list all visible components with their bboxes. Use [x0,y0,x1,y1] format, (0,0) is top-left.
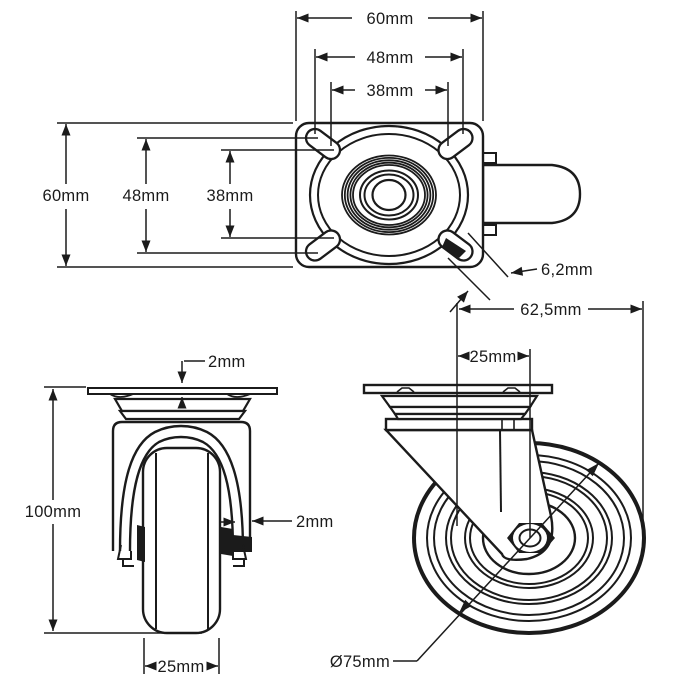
dim-fork-thickness-2: 2mm [221,513,334,531]
dim-label-fork-thickness: 2mm [296,513,334,531]
dim-offset-25: 25mm [458,348,529,366]
fork-crown-side [384,417,534,432]
dim-left-spacing-38: 38mm [206,149,334,239]
dim-label-left-height: 60mm [42,187,89,205]
dim-left-spacing-48: 48mm [122,137,318,254]
dim-wheel-diameter-75: Ø75mm [330,462,600,671]
mounting-slot-top-right [437,127,474,161]
mounting-plate-side-view [362,383,554,395]
fork-leg-inner-edge [499,429,502,513]
dim-slot-width-callout: 6,2mm [447,232,593,313]
fork-foot-left [116,544,134,567]
dim-label-wheel-width: 25mm [157,658,204,676]
swivel-race-lower-side [393,412,528,421]
diameter-arrow-bottom [459,599,472,613]
plate-slot-tab-left [109,393,134,398]
plate-slot-mark-right [502,387,521,393]
dim-top-width-60: 60mm [295,10,484,121]
dim-swivel-radius-62-5: 62,5mm [459,301,642,319]
swivel-race-lower [117,409,248,421]
plate-slot-tab-right [226,393,251,398]
dim-label-left-spacing-outer: 48mm [122,187,169,205]
dim-wheel-width-25: 25mm [143,638,220,676]
fork-side-view [383,428,554,562]
front-view: 100mm 2mm 2mm 25mm [25,353,334,676]
dim-left-height-60: 60mm [42,122,293,268]
mounting-slot-top-left [304,127,342,161]
dim-top-spacing-48: 48mm [314,49,464,134]
mounting-plate-top-view [294,121,485,269]
dim-label-overall-height: 100mm [25,503,82,521]
dim-overall-height-100: 100mm [25,386,202,634]
diameter-arrow-top [586,463,599,477]
swivel-race-upper-side [379,394,540,409]
dim-label-top-width: 60mm [366,10,413,28]
dim-label-offset: 25mm [469,348,516,366]
dim-label-top-spacing-outer: 48mm [366,49,413,67]
mounting-plate-front-view [87,387,278,395]
axle-bolt-left [137,525,145,562]
kingpin-hole [371,178,407,212]
fork-strap-outer-edge [118,424,245,552]
fork-strap-inner-edge [128,435,235,552]
fork-foot-right [232,544,248,567]
dim-label-plate-thickness: 2mm [208,353,246,371]
fork-arm-tab-top [482,152,497,164]
plate-slot-mark-left [396,387,415,393]
side-view: 62,5mm 25mm Ø75mm [330,301,646,671]
wheel-top-view [481,163,582,225]
dim-label-slot-width: 6,2mm [541,261,593,279]
dim-label-swivel-radius: 62,5mm [520,301,581,319]
dim-top-spacing-38: 38mm [330,82,449,146]
slot-shading-wedge [442,238,466,258]
fork-arm-tab-bottom [482,224,497,236]
dim-label-left-spacing-inner: 38mm [206,187,253,205]
dim-label-wheel-diameter: Ø75mm [330,653,390,671]
swivel-bearing-rings [308,124,470,266]
fork-body-outline [111,420,252,551]
axle-nut-right [233,535,252,552]
dim-label-top-spacing-inner: 38mm [366,82,413,100]
axle-bolt-right [221,527,233,556]
dim-plate-thickness-2: 2mm [177,353,246,409]
top-view: 60mm 48mm 38mm 60mm [42,10,593,313]
